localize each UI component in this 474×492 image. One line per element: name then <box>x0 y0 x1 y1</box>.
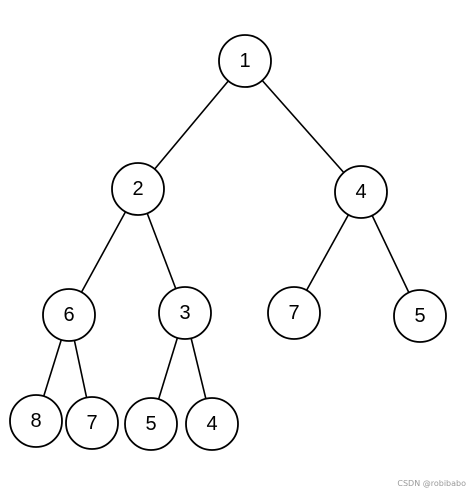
tree-node-circle <box>218 34 272 88</box>
tree-node-circle <box>393 289 447 343</box>
tree-node-n2: 2 <box>111 162 165 216</box>
tree-node-n7b: 7 <box>65 396 119 450</box>
tree-node-n4b: 4 <box>185 397 239 451</box>
tree-node-n7a: 7 <box>267 286 321 340</box>
tree-node-n5a: 5 <box>393 289 447 343</box>
tree-edge-n1-n4 <box>244 60 362 193</box>
tree-node-n4: 4 <box>334 165 388 219</box>
tree-node-label: 1 <box>239 50 250 72</box>
tree-node-label: 4 <box>355 181 366 203</box>
tree-node-label: 2 <box>132 178 143 200</box>
tree-node-circle <box>185 397 239 451</box>
tree-node-circle <box>124 397 178 451</box>
tree-node-label: 4 <box>206 413 217 435</box>
tree-node-label: 5 <box>414 305 425 327</box>
tree-node-label: 7 <box>86 412 97 434</box>
tree-node-circle <box>334 165 388 219</box>
tree-node-circle <box>267 286 321 340</box>
tree-node-circle <box>158 286 212 340</box>
tree-node-n5b: 5 <box>124 397 178 451</box>
tree-node-n1: 1 <box>218 34 272 88</box>
tree-node-label: 7 <box>288 302 299 324</box>
tree-node-n6: 6 <box>42 288 96 342</box>
tree-node-label: 3 <box>179 302 190 324</box>
tree-node-circle <box>65 396 119 450</box>
tree-node-n3: 3 <box>158 286 212 340</box>
tree-node-circle <box>9 394 63 448</box>
tree-edges <box>35 60 421 425</box>
tree-node-circle <box>111 162 165 216</box>
tree-node-n8: 8 <box>9 394 63 448</box>
tree-nodes: 1 2 4 6 3 7 5 8 7 5 4 <box>9 34 447 451</box>
tree-node-label: 6 <box>63 304 74 326</box>
tree-node-label: 5 <box>145 413 156 435</box>
tree-edge-n1-n2 <box>137 60 246 190</box>
tree-node-label: 8 <box>30 410 41 432</box>
tree-node-circle <box>42 288 96 342</box>
watermark-text: CSDN @robibabo <box>397 479 466 488</box>
